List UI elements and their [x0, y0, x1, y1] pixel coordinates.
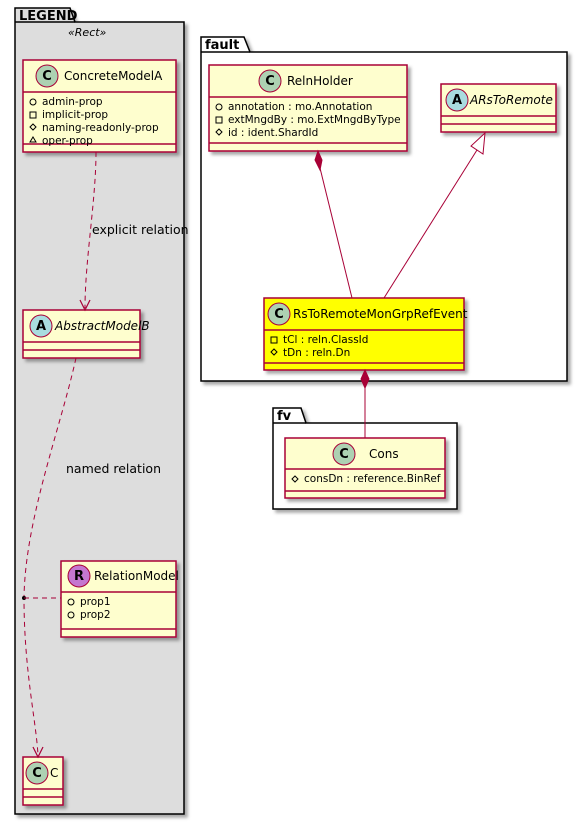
class-attribute: id : ident.ShardId: [228, 127, 319, 139]
class-name: RelnHolder: [287, 74, 353, 88]
legend-title: LEGEND: [19, 9, 78, 24]
abstract-model-b-class[interactable]: [22, 309, 141, 359]
rs-to-remote-mon-grp-ref-event-class[interactable]: [263, 297, 465, 371]
class-badge-icon: C: [32, 766, 42, 781]
class-attribute: prop2: [80, 609, 111, 621]
abstract-badge-icon: A: [35, 319, 47, 334]
class-attribute: consDn : reference.BinRef: [304, 473, 441, 485]
class-attribute: implicit-prop: [42, 109, 109, 121]
class-attribute: prop1: [80, 596, 111, 608]
class-name: C: [50, 766, 59, 780]
concrete-model-a-class[interactable]: [22, 59, 177, 153]
abstract-badge-icon: A: [451, 93, 463, 108]
visibility-markers: [29, 98, 299, 619]
fault-title: fault: [205, 38, 240, 53]
class-attribute: extMngdBy : mo.ExtMngdByType: [228, 114, 401, 126]
event-composition-link: [360, 368, 370, 438]
class-attribute: tCl : reln.ClassId: [283, 334, 369, 346]
relation-model-class[interactable]: [60, 560, 177, 638]
c-class[interactable]: [22, 756, 64, 806]
generalization-link: [383, 131, 486, 299]
fv-title: fv: [277, 409, 292, 424]
explicit-relation-arrow: [79, 151, 97, 312]
ars-to-remote-class[interactable]: [440, 83, 557, 133]
class-badge-icon: C: [274, 307, 284, 322]
named-relation-arrow: [22, 357, 77, 759]
class-name: AbstractModelB: [55, 319, 150, 333]
class-name: Cons: [369, 447, 399, 461]
reln-holder-class[interactable]: [208, 64, 408, 152]
explicit-relation-label: explicit relation: [92, 222, 189, 237]
class-attribute: naming-readonly-prop: [42, 122, 159, 134]
class-attribute: oper-prop: [42, 135, 93, 147]
named-relation-label: named relation: [66, 461, 161, 476]
class-name: RelationModel: [94, 569, 179, 583]
class-badge-icon: C: [339, 447, 349, 462]
class-attribute: tDn : reln.Dn: [283, 347, 351, 359]
class-badge-icon: C: [265, 74, 275, 89]
relation-badge-icon: R: [73, 569, 84, 584]
class-badge-icon: C: [42, 69, 52, 84]
legend-stereotype: «Rect»: [68, 26, 107, 39]
class-name: RsToRemoteMonGrpRefEvent: [293, 307, 468, 321]
reln-holder-composition-link: [314, 149, 353, 299]
cons-class[interactable]: [284, 437, 446, 499]
class-attribute: admin-prop: [42, 96, 103, 108]
class-attribute: annotation : mo.Annotation: [228, 101, 373, 113]
class-name: ConcreteModelA: [64, 69, 163, 83]
class-name: ARsToRemote: [470, 93, 553, 107]
